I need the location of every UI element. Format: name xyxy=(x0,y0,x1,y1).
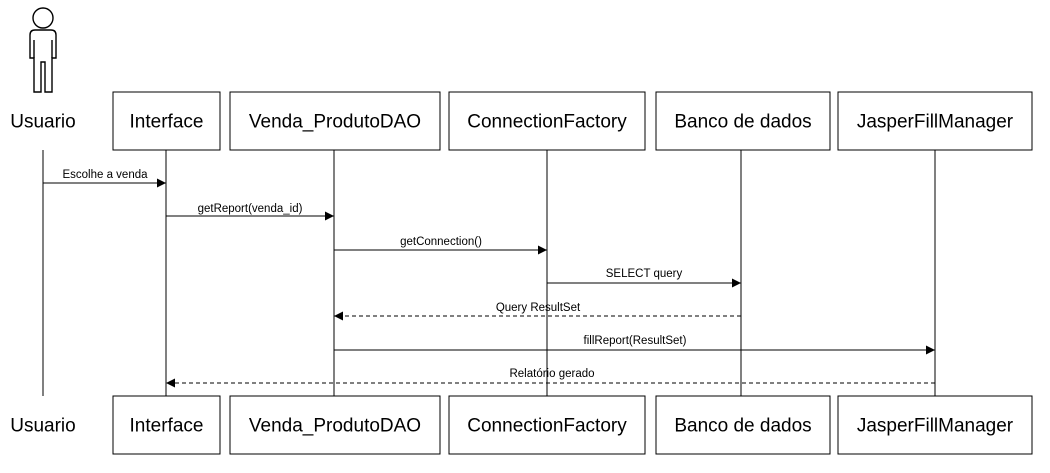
message-relatorio-gerado: Relatório gerado xyxy=(166,368,935,388)
svg-text:ConnectionFactory: ConnectionFactory xyxy=(467,416,627,437)
svg-text:JasperFillManager: JasperFillManager xyxy=(857,112,1014,133)
message-label: getConnection() xyxy=(400,236,482,248)
participant-factory-top: ConnectionFactory xyxy=(448,91,646,151)
message-label: getReport(venda_id) xyxy=(198,203,303,215)
message-label: Query ResultSet xyxy=(496,302,581,314)
svg-text:Interface: Interface xyxy=(130,112,204,133)
svg-text:Interface: Interface xyxy=(130,416,204,437)
participant-db-bottom: Banco de dados xyxy=(655,395,831,455)
message-get-connection: getConnection() xyxy=(334,236,547,255)
participant-jasper-top: JasperFillManager xyxy=(837,91,1033,151)
message-label: Escolhe a venda xyxy=(62,169,148,181)
participant-factory-bottom: ConnectionFactory xyxy=(448,395,646,455)
message-select-query: SELECT query xyxy=(547,268,741,288)
message-label: Relatório gerado xyxy=(509,368,594,380)
participant-jasper-bottom: JasperFillManager xyxy=(837,395,1033,455)
participant-dao-top: Venda_ProdutoDAO xyxy=(229,91,441,151)
participant-interface-top: Interface xyxy=(112,91,221,151)
participant-interface-bottom: Interface xyxy=(112,395,221,455)
actor-label-bottom: Usuario xyxy=(10,416,75,437)
actor-label-top: Usuario xyxy=(10,112,75,133)
message-query-resultset: Query ResultSet xyxy=(334,302,741,321)
actor-icon xyxy=(29,7,57,93)
svg-text:Banco de dados: Banco de dados xyxy=(674,416,811,437)
message-label: fillReport(ResultSet) xyxy=(584,335,687,347)
svg-text:Banco de dados: Banco de dados xyxy=(674,112,811,133)
participant-dao-bottom: Venda_ProdutoDAO xyxy=(229,395,441,455)
svg-text:Venda_ProdutoDAO: Venda_ProdutoDAO xyxy=(249,416,421,437)
lifelines xyxy=(42,150,936,396)
participant-db-top: Banco de dados xyxy=(655,91,831,151)
message-label: SELECT query xyxy=(606,268,683,280)
message-get-report: getReport(venda_id) xyxy=(166,203,334,221)
message-escolhe-venda: Escolhe a venda xyxy=(43,169,166,188)
svg-text:JasperFillManager: JasperFillManager xyxy=(857,416,1014,437)
svg-text:ConnectionFactory: ConnectionFactory xyxy=(467,112,627,133)
svg-text:Venda_ProdutoDAO: Venda_ProdutoDAO xyxy=(249,112,421,133)
message-fill-report: fillReport(ResultSet) xyxy=(334,335,935,355)
